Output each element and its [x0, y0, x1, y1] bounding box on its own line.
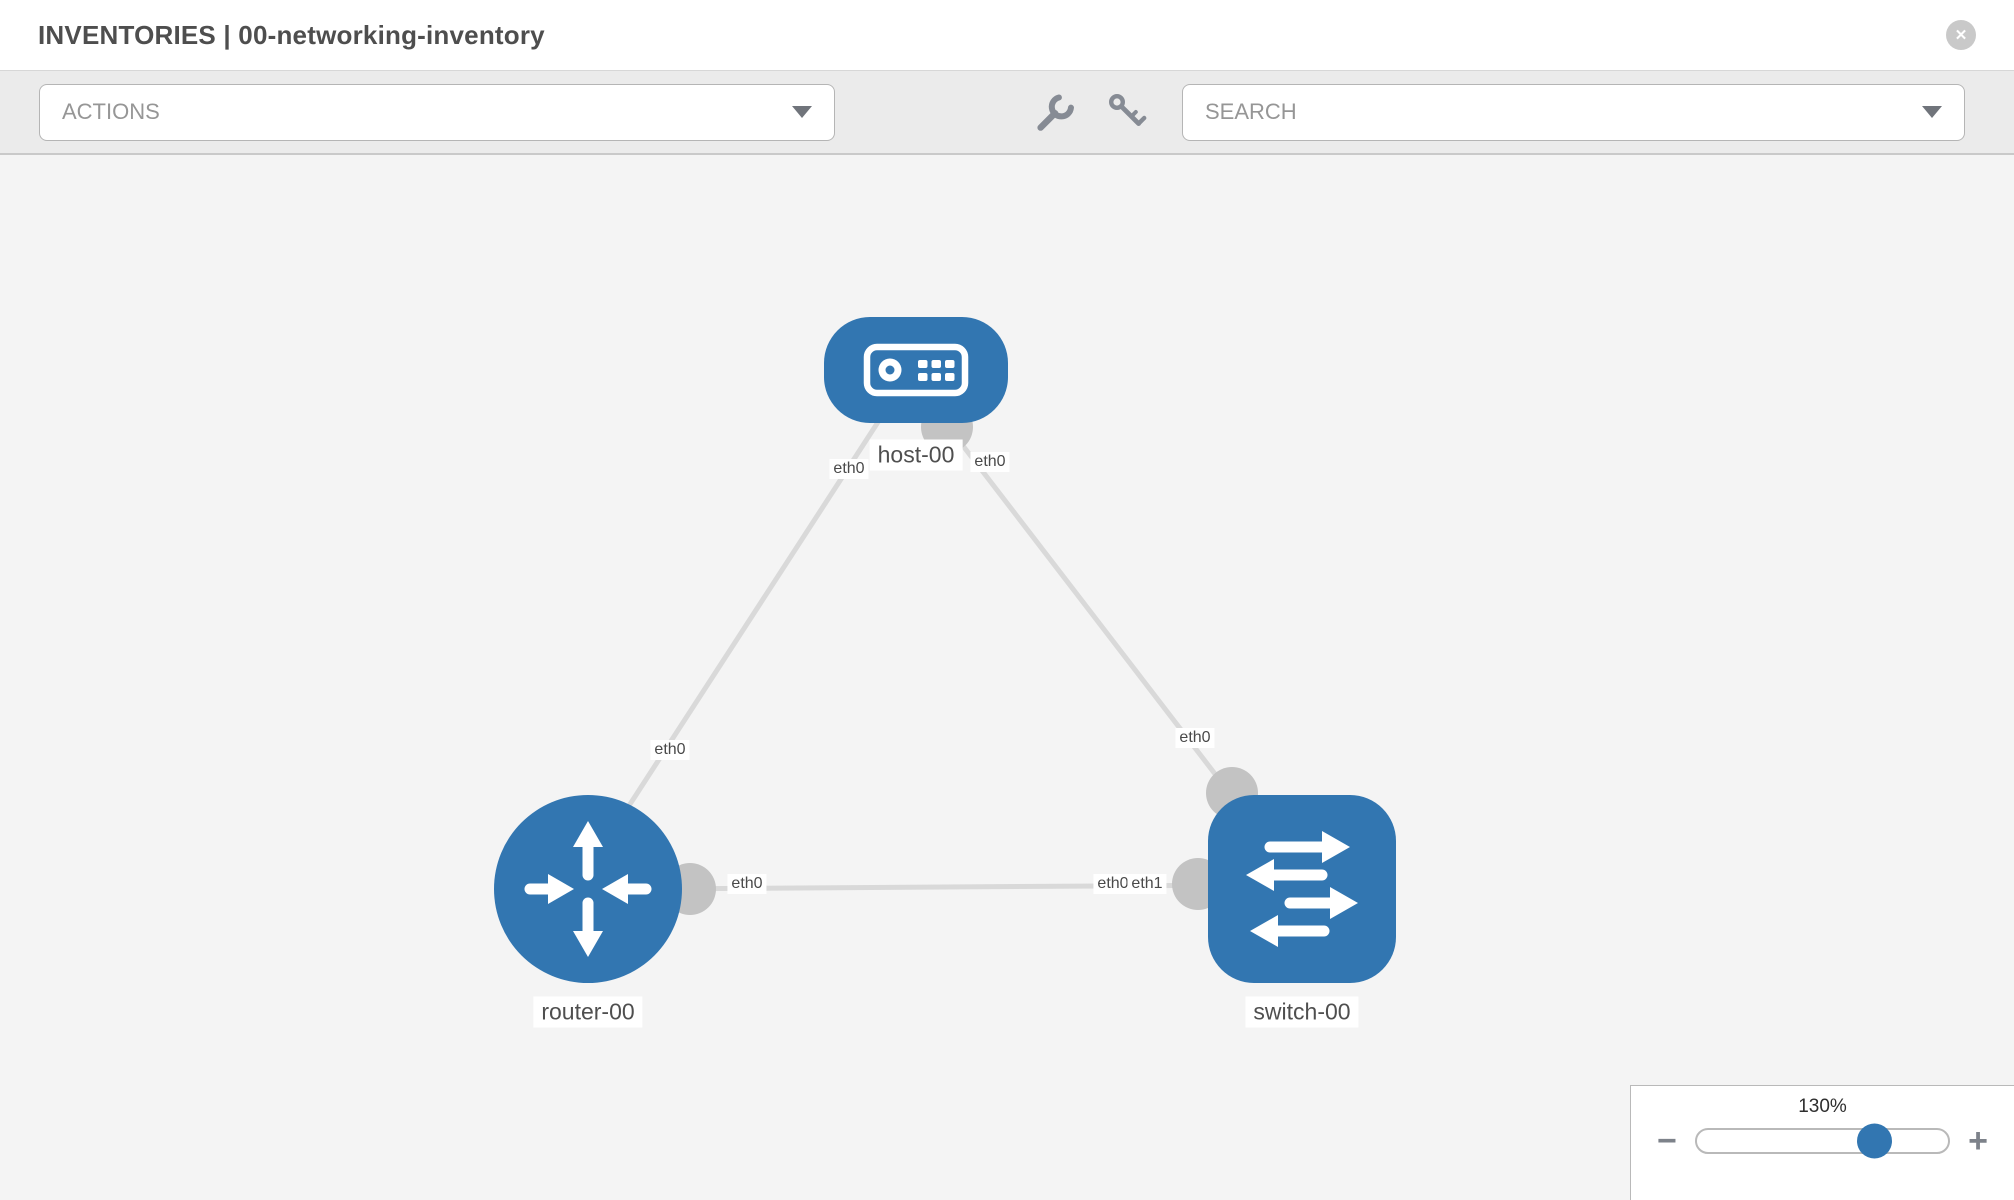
router-icon — [524, 821, 652, 957]
chevron-down-icon — [1922, 106, 1942, 118]
search-placeholder: SEARCH — [1205, 99, 1297, 124]
zoom-slider-track[interactable] — [1694, 1123, 1951, 1159]
actions-dropdown[interactable]: ACTIONS — [39, 83, 835, 141]
wrench-icon[interactable] — [1031, 90, 1075, 134]
iface-label-router-to-host: eth0 — [650, 740, 690, 760]
page-title: INVENTORIES | 00-networking-inventory — [38, 19, 545, 50]
zoom-in-button[interactable]: + — [1968, 1122, 1988, 1160]
header: INVENTORIES | 00-networking-inventory ✕ — [0, 0, 2014, 71]
node-switch[interactable] — [1208, 795, 1396, 983]
node-label-router: router-00 — [533, 996, 643, 1028]
zoom-level: 130% — [1798, 1096, 1847, 1117]
iface-label-switch-to-host: eth0 — [1175, 728, 1215, 748]
zoom-out-button[interactable]: − — [1657, 1122, 1677, 1160]
node-label-host: host-00 — [869, 439, 963, 471]
iface-label-switch-to-router: eth1 — [1127, 874, 1167, 894]
iface-label-host-to-switch: eth0 — [970, 452, 1010, 472]
host-icon — [863, 343, 969, 397]
node-host[interactable] — [824, 317, 1008, 423]
topology-canvas[interactable]: host-00 router-00 switch-00 eth0 eth0 et… — [0, 155, 2014, 1200]
link-host-router[interactable] — [607, 417, 883, 837]
zoom-slider-thumb[interactable] — [1856, 1123, 1892, 1159]
zoom-panel: 130% − + — [1630, 1085, 2014, 1200]
toolbar: ACTIONS SEARCH — [0, 71, 2014, 155]
chevron-down-icon — [792, 106, 812, 118]
switch-icon — [1246, 831, 1358, 947]
search-dropdown[interactable]: SEARCH — [1182, 83, 1965, 141]
toolbar-icon-group — [1031, 90, 1149, 134]
node-router[interactable] — [494, 795, 682, 983]
iface-label-switch-overlapped: eth0 — [1093, 874, 1133, 894]
node-label-switch: switch-00 — [1245, 996, 1359, 1028]
actions-dropdown-label: ACTIONS — [62, 99, 160, 124]
key-icon[interactable] — [1105, 90, 1149, 134]
iface-label-host-to-router: eth0 — [829, 459, 869, 479]
close-icon[interactable]: ✕ — [1946, 20, 1976, 50]
iface-label-router-to-switch: eth0 — [727, 874, 767, 894]
